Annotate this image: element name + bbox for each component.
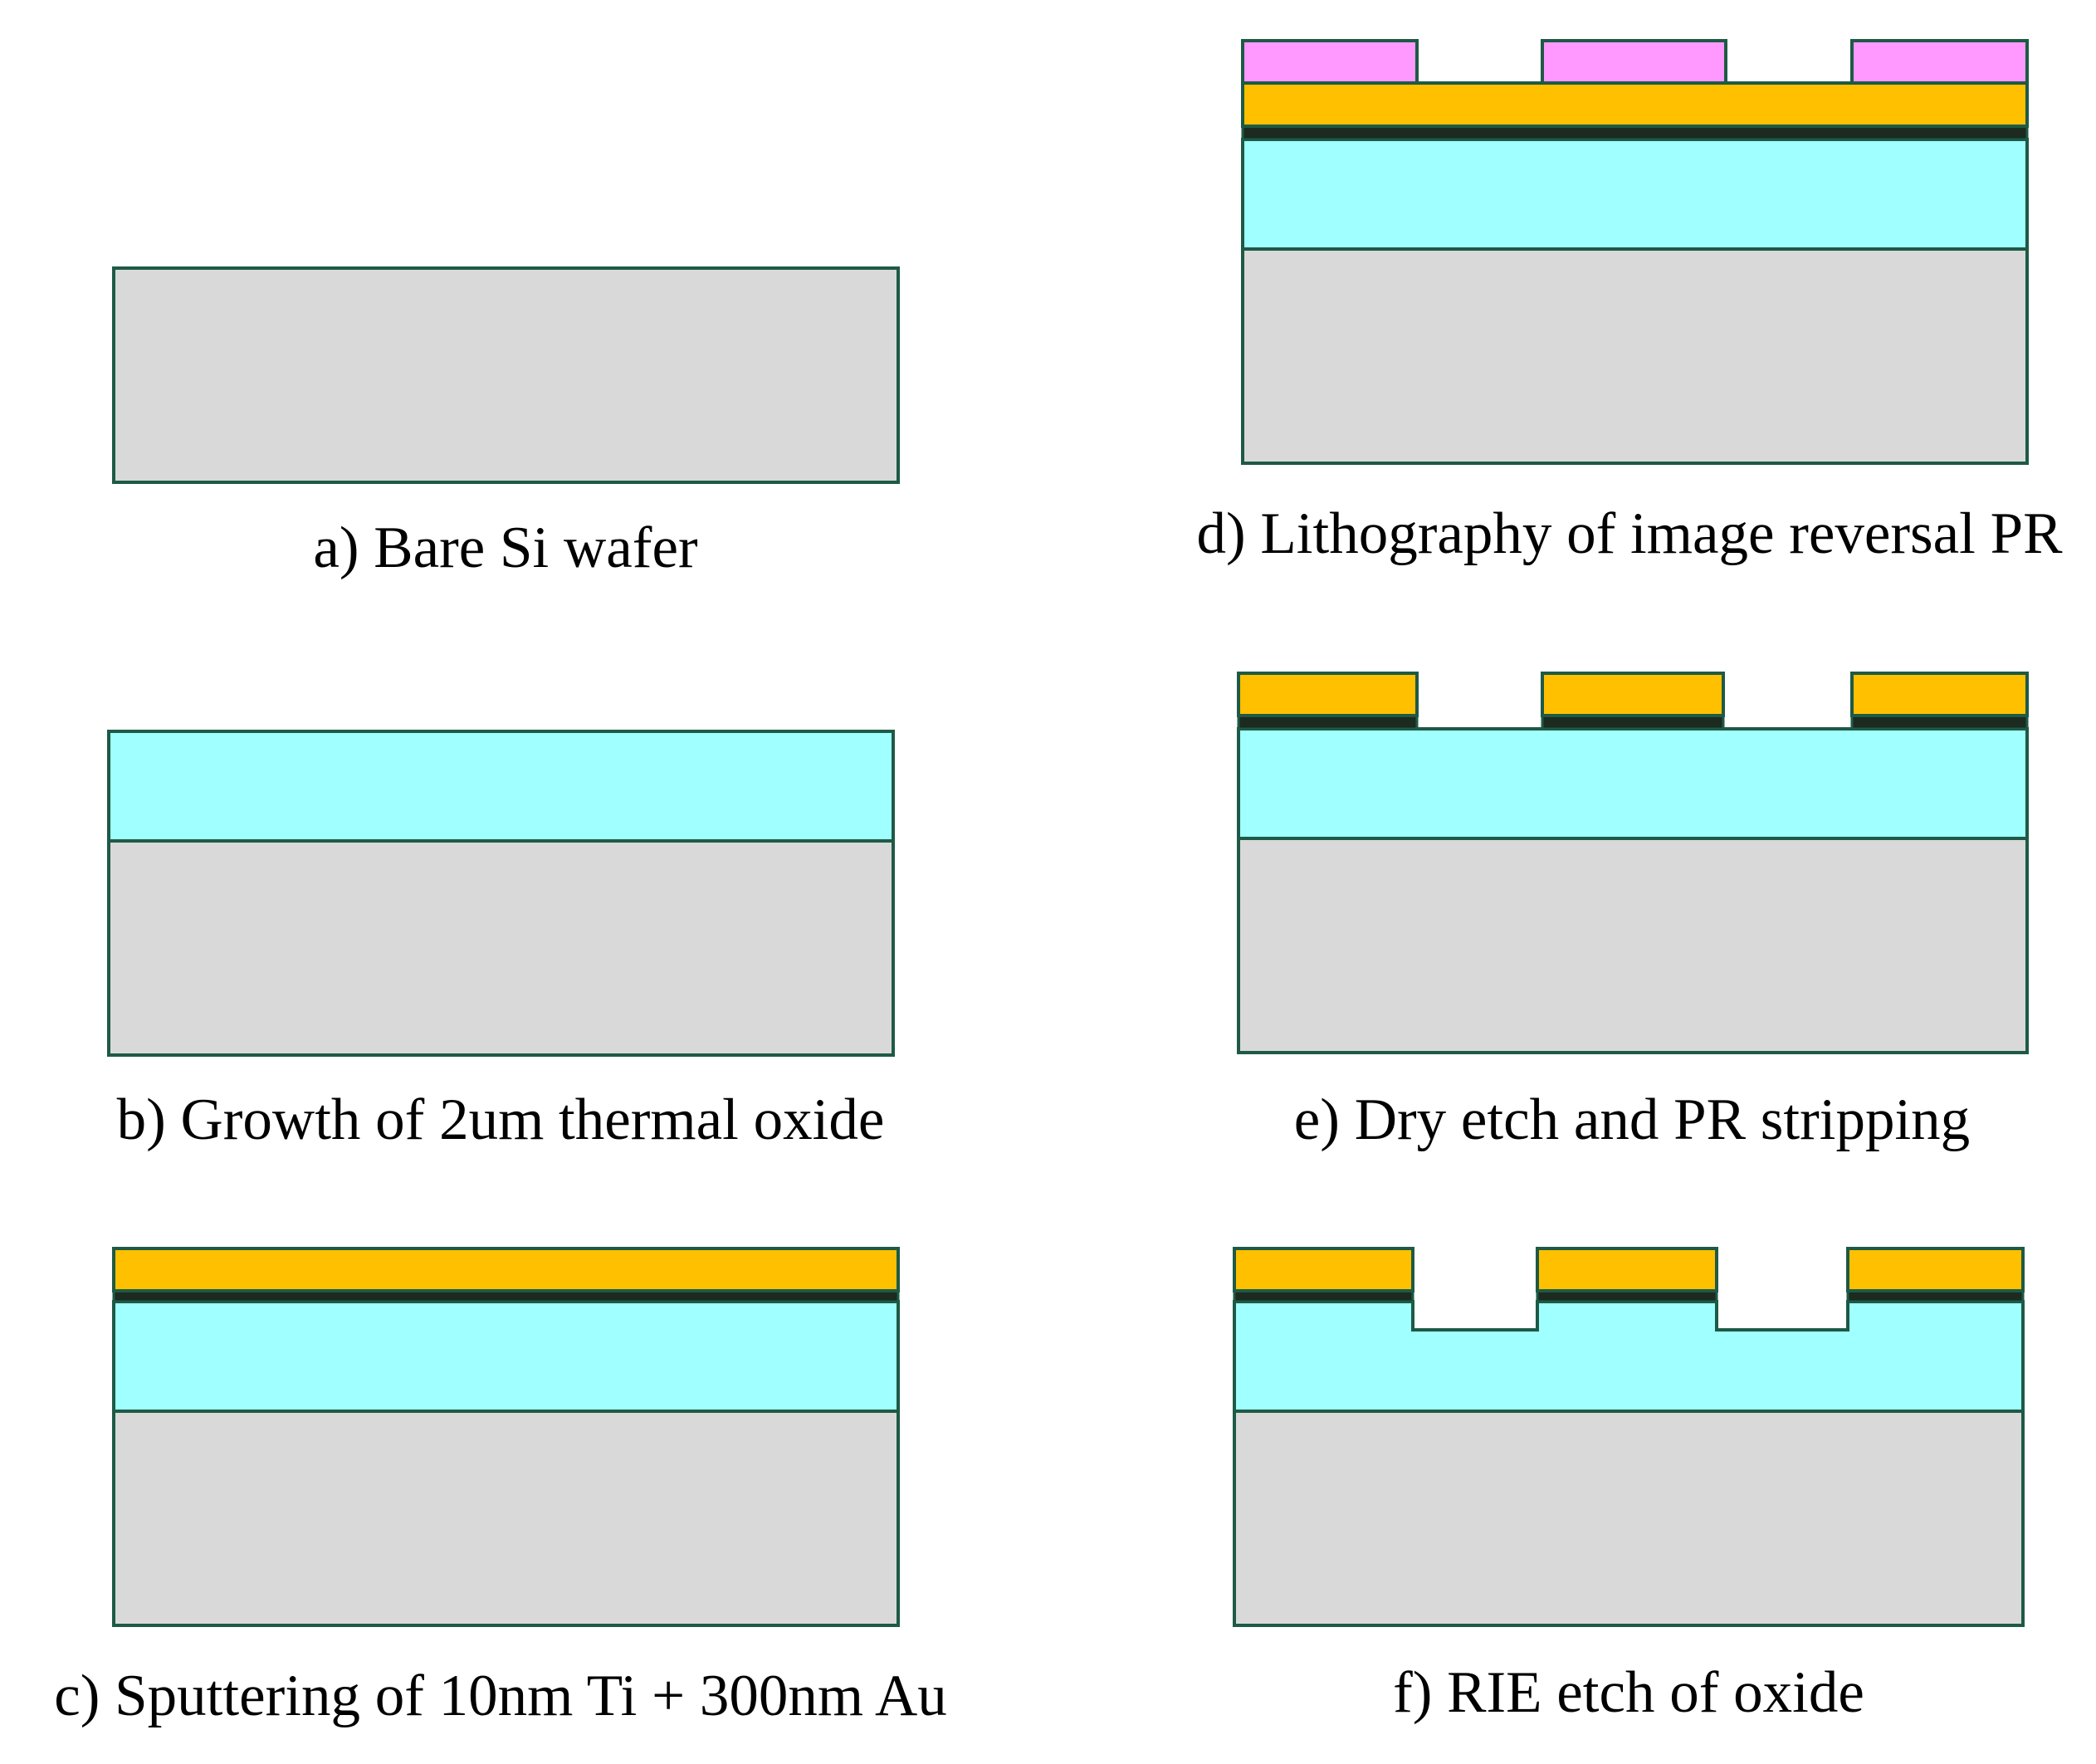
si-substrate [107,839,895,1057]
si-substrate [1241,247,2029,465]
au-layer [1233,1247,1414,1292]
si-substrate [112,266,900,484]
panel-f: f) RIE etch of oxide [1233,1247,2025,1725]
au-layer [112,1247,900,1292]
metal-pad [1541,672,1725,731]
metal-pad [1846,1247,2025,1303]
au-layer [1536,1247,1718,1292]
panel-b: b) Growth of 2um thermal oxide [107,730,895,1152]
ti-layer [1541,714,1725,731]
caption-f: f) RIE etch of oxide [1393,1660,1864,1725]
etched-oxide-layer [1233,1300,2025,1413]
panel-c: c) Sputtering of 10nm Ti + 300nm Au [54,1247,947,1728]
au-layer [1846,1247,2025,1292]
metal-pad [1237,672,1419,731]
caption-a: a) Bare Si wafer [313,516,698,580]
pr-pad [1541,39,1727,85]
si-substrate [1233,1410,2025,1627]
au-layer [1850,672,2029,717]
panel-a: a) Bare Si wafer [112,266,900,580]
au-layer [1237,672,1419,717]
oxide-layer [1237,727,2029,840]
caption-b: b) Growth of 2um thermal oxide [117,1087,885,1152]
oxide-layer [107,730,895,843]
caption-d: d) Lithography of image reversal PR [1196,501,2063,566]
metal-pad [1850,672,2029,731]
pr-pad [1850,39,2029,85]
oxide-layer [112,1300,900,1413]
ti-layer [1237,714,1419,731]
si-substrate [1237,837,2029,1054]
au-layer [1241,81,2029,128]
caption-c: c) Sputtering of 10nm Ti + 300nm Au [54,1664,947,1728]
oxide-layer [1241,138,2029,251]
caption-e: e) Dry etch and PR stripping [1294,1087,1970,1152]
ti-layer [1850,714,2029,731]
si-substrate [112,1410,900,1627]
au-layer [1541,672,1725,717]
pr-pad [1241,39,1419,85]
metal-pad [1233,1247,1414,1303]
panel-d: d) Lithography of image reversal PR [1196,39,2063,566]
metal-pad [1536,1247,1718,1303]
ti-layer [1241,125,2029,141]
panel-e: e) Dry etch and PR stripping [1237,672,2029,1152]
